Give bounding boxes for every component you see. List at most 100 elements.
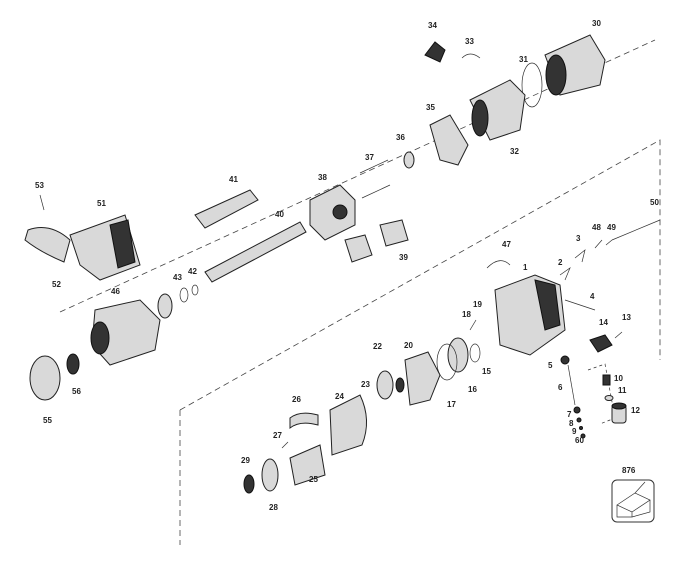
part-34	[424, 41, 446, 63]
label-27: 27	[273, 431, 282, 440]
label-25: 25	[309, 475, 318, 484]
label-11: 11	[618, 386, 627, 395]
ring-56	[66, 353, 80, 375]
bolt-50	[611, 219, 661, 241]
ring-43	[179, 287, 189, 303]
hammer-cage-38	[309, 184, 356, 241]
anvil-40	[204, 221, 307, 283]
valve-bracket	[587, 363, 616, 425]
label-40: 40	[275, 210, 284, 219]
part-33	[461, 53, 481, 59]
label-18: 18	[462, 310, 471, 319]
label-3: 3	[576, 234, 581, 243]
label-23: 23	[361, 380, 370, 389]
part-10	[602, 374, 611, 386]
label-35: 35	[426, 103, 435, 112]
bumper-55	[29, 355, 61, 401]
label-14: 14	[599, 318, 608, 327]
pin-27	[281, 441, 289, 449]
label-60: 60	[575, 436, 584, 445]
label-49: 49	[607, 223, 616, 232]
valve-stem-6	[567, 364, 576, 406]
label-39: 39	[399, 253, 408, 262]
label-12: 12	[631, 406, 640, 415]
label-8: 8	[569, 419, 574, 428]
label-31: 31	[519, 55, 528, 64]
label-20: 20	[404, 341, 413, 350]
bearing-23	[395, 377, 405, 393]
label-19: 19	[473, 300, 482, 309]
label-52: 52	[52, 280, 61, 289]
label-24: 24	[335, 392, 344, 401]
label-28: 28	[269, 503, 278, 512]
front-housing-46	[90, 299, 161, 366]
label-4: 4	[590, 292, 595, 301]
label-51: 51	[97, 199, 106, 208]
label-6: 6	[558, 383, 563, 392]
pin-4	[564, 299, 596, 311]
bearing-29	[243, 474, 255, 494]
part-47	[486, 260, 511, 269]
label-2: 2	[558, 258, 563, 267]
label-53: 53	[35, 181, 44, 190]
label-55: 55	[43, 416, 52, 425]
o-ring-31	[521, 62, 543, 108]
housing-32	[469, 79, 526, 141]
label-56: 56	[72, 387, 81, 396]
blade-26	[289, 412, 319, 430]
ring-42	[191, 284, 199, 296]
label-33: 33	[465, 37, 474, 46]
label-29: 29	[241, 456, 250, 465]
label-5: 5	[548, 361, 553, 370]
part-11	[604, 395, 614, 401]
label-46: 46	[111, 287, 120, 296]
inlet-12	[611, 402, 627, 424]
plate-20	[404, 351, 441, 406]
screw-13	[614, 331, 623, 339]
label-15: 15	[482, 367, 491, 376]
label-37: 37	[365, 153, 374, 162]
label-30: 30	[592, 19, 601, 28]
label-9: 9	[572, 427, 577, 436]
label-876: 876	[622, 466, 636, 475]
plate-22	[376, 370, 394, 400]
label-41: 41	[229, 175, 238, 184]
hammers-39	[344, 219, 409, 263]
label-36: 36	[396, 133, 405, 142]
gasket-35	[429, 114, 469, 166]
housing-grip	[534, 279, 561, 331]
part-60	[580, 433, 586, 439]
label-47: 47	[502, 240, 511, 249]
label-17: 17	[447, 400, 456, 409]
label-48: 48	[592, 223, 601, 232]
strap-52	[24, 227, 71, 263]
endplate-16	[447, 337, 469, 373]
label-13: 13	[622, 313, 631, 322]
label-7: 7	[567, 410, 572, 419]
part-8	[576, 417, 582, 423]
levers-2-3-48-49	[559, 239, 613, 281]
label-16: 16	[468, 385, 477, 394]
part-labels: 34 33 30 31 35 32 36 37 38 41 40 39 53 5…	[35, 19, 659, 512]
label-38: 38	[318, 173, 327, 182]
label-32: 32	[510, 147, 519, 156]
endplate-28	[261, 458, 279, 492]
label-43: 43	[173, 273, 182, 282]
o-ring-15	[469, 343, 481, 363]
label-26: 26	[292, 395, 301, 404]
washer-36	[403, 151, 415, 169]
pins-18-19	[469, 319, 477, 331]
label-34: 34	[428, 21, 437, 30]
gasket-17	[436, 343, 458, 381]
housing-cover-30	[544, 34, 606, 96]
rotor-25	[289, 444, 326, 486]
part-7	[573, 406, 581, 414]
label-22: 22	[373, 342, 382, 351]
label-50: 50	[650, 198, 659, 207]
handle-grip	[109, 219, 136, 269]
label-1: 1	[523, 263, 528, 272]
part-9	[579, 426, 583, 430]
bushing	[157, 293, 173, 319]
